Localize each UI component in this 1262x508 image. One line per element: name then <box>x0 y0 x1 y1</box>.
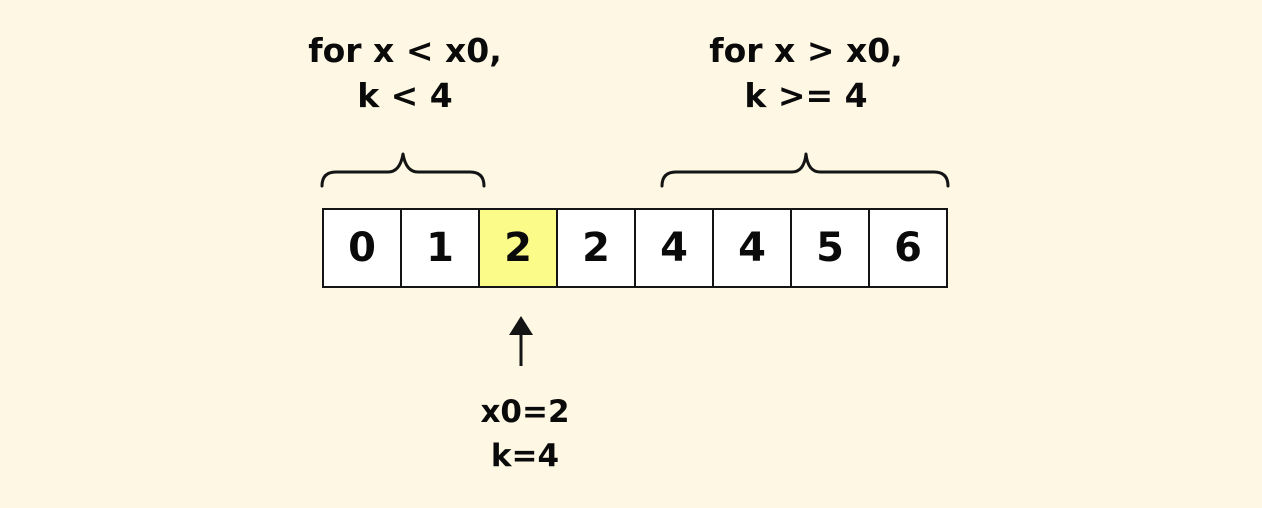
right-brace-icon <box>660 152 950 188</box>
array-cell: 4 <box>712 208 792 288</box>
left-range-label: for x < x0, k < 4 <box>260 28 550 118</box>
array-cell: 4 <box>634 208 714 288</box>
array-cell: 2 <box>556 208 636 288</box>
left-range-condition: for x < x0, <box>308 31 502 70</box>
right-range-label: for x > x0, k >= 4 <box>656 28 956 118</box>
pivot-k: k=4 <box>490 438 560 474</box>
up-arrow-icon <box>509 316 533 366</box>
left-brace-icon <box>320 152 486 188</box>
pivot-label: x0=2 k=4 <box>440 390 610 478</box>
pivot-x0: x0=2 <box>480 394 570 430</box>
right-range-k: k >= 4 <box>744 76 868 115</box>
array-cell: 5 <box>790 208 870 288</box>
left-range-k: k < 4 <box>357 76 453 115</box>
right-range-condition: for x > x0, <box>709 31 903 70</box>
array-cell: 1 <box>400 208 480 288</box>
array-cell: 0 <box>322 208 402 288</box>
array-cell: 6 <box>868 208 948 288</box>
array-cell-highlighted: 2 <box>478 208 558 288</box>
